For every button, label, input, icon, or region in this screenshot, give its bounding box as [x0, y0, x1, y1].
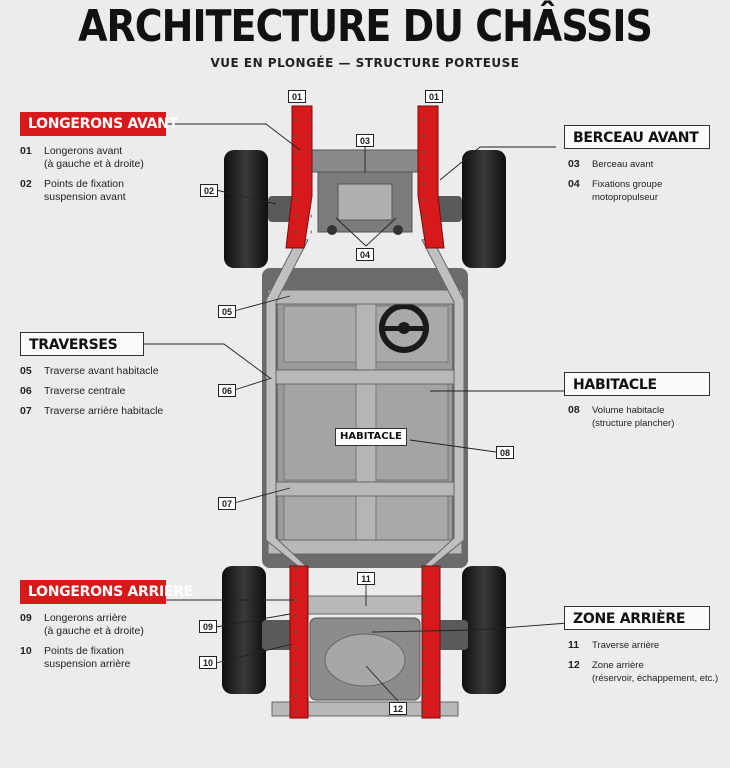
callout-07: 07 — [218, 497, 236, 510]
callout-06: 06 — [218, 384, 236, 397]
tires — [222, 150, 506, 694]
legend-item: 03 Berceau avant — [568, 158, 728, 171]
legend-text: Fixations groupe motopropulseur — [592, 179, 663, 203]
legend-text: Points de fixation suspension arrière — [44, 645, 131, 670]
callout-02: 02 — [200, 184, 218, 197]
page-subtitle: VUE EN PLONGÉE — STRUCTURE PORTEUSE — [210, 56, 520, 70]
legend-number: 12 — [568, 659, 580, 671]
rear-area — [262, 617, 468, 701]
front-right-tire — [462, 150, 506, 268]
legend-number: 10 — [20, 645, 32, 657]
legend-text: Traverse centrale — [44, 385, 126, 397]
legend-text: Zone arrière (réservoir, échappement, et… — [592, 660, 719, 684]
legend-item: 11 Traverse arrière — [568, 639, 728, 652]
cabin-label: HABITACLE — [335, 428, 407, 446]
section-title-zone-arriere: ZONE ARRIÈRE — [564, 606, 710, 630]
callout-08: 08 — [496, 446, 514, 459]
legend-item: 12 Zone arrière (réservoir, échappement,… — [568, 659, 728, 685]
cross-members — [265, 289, 465, 717]
legend-text: Traverse avant habitacle — [44, 365, 159, 377]
legend-traverses: 05 Traverse avant habitacle 06 Traverse … — [20, 365, 210, 425]
legend-habitacle: 08 Volume habitacle (structure plancher) — [568, 404, 728, 437]
legend-longerons-arriere: 09 Longerons arrière (à gauche et à droi… — [20, 612, 200, 678]
steering-wheel-icon — [379, 303, 429, 353]
legend-number: 08 — [568, 404, 580, 416]
callout-01-left: 01 — [288, 90, 306, 103]
legend-text: Berceau avant — [592, 159, 654, 170]
legend-item: 05 Traverse avant habitacle — [20, 365, 210, 378]
section-title-berceau-avant: BERCEAU AVANT — [564, 125, 710, 149]
legend-item: 07 Traverse arrière habitacle — [20, 405, 210, 418]
callout-10: 10 — [199, 656, 217, 669]
floor-pan — [262, 268, 468, 568]
callout-12: 12 — [389, 702, 407, 715]
legend-number: 11 — [568, 639, 580, 651]
legend-text: Traverse arrière habitacle — [44, 405, 164, 417]
front-rails-red — [285, 105, 445, 249]
callout-01-right: 01 — [425, 90, 443, 103]
legend-item: 09 Longerons arrière (à gauche et à droi… — [20, 612, 200, 638]
legend-number: 01 — [20, 145, 32, 157]
legend-berceau-avant: 03 Berceau avant 04 Fixations groupe mot… — [568, 158, 728, 211]
section-title-traverses: TRAVERSES — [20, 332, 144, 356]
section-title-habitacle: HABITACLE — [564, 372, 710, 396]
callout-05: 05 — [218, 305, 236, 318]
legend-number: 04 — [568, 178, 580, 190]
callout-11: 11 — [357, 572, 375, 585]
legend-text: Longerons avant (à gauche et à droite) — [44, 145, 144, 170]
legend-number: 07 — [20, 405, 32, 417]
legend-longerons-avant: 01 Longerons avant (à gauche et à droite… — [20, 145, 200, 211]
legend-item: 08 Volume habitacle (structure plancher) — [568, 404, 728, 430]
rear-rails-red — [289, 565, 441, 719]
callout-03: 03 — [356, 134, 374, 147]
callout-04: 04 — [356, 248, 374, 261]
legend-item: 10 Points de fixation suspension arrière — [20, 645, 200, 671]
section-title-longerons-avant: LONGERONS AVANT — [20, 112, 178, 136]
legend-item: 01 Longerons avant (à gauche et à droite… — [20, 145, 200, 171]
section-title-longerons-arriere: LONGERONS ARRIÈRE — [20, 580, 193, 604]
legend-zone-arriere: 11 Traverse arrière 12 Zone arrière (rés… — [568, 639, 728, 692]
rear-right-tire — [462, 566, 506, 694]
page-title: ARCHITECTURE DU CHÂSSIS — [78, 0, 653, 52]
legend-item: 06 Traverse centrale — [20, 385, 210, 398]
legend-text: Longerons arrière (à gauche et à droite) — [44, 612, 144, 637]
legend-number: 09 — [20, 612, 32, 624]
legend-number: 03 — [568, 158, 580, 170]
legend-text: Points de fixation suspension avant — [44, 178, 126, 203]
legend-item: 04 Fixations groupe motopropulseur — [568, 178, 728, 204]
legend-number: 06 — [20, 385, 32, 397]
legend-text: Traverse arrière — [592, 640, 660, 651]
front-left-tire — [224, 150, 268, 268]
rear-left-tire — [222, 566, 266, 694]
leader-lines — [144, 123, 569, 702]
callout-09: 09 — [199, 620, 217, 633]
legend-text: Volume habitacle (structure plancher) — [592, 405, 675, 429]
legend-item: 02 Points de fixation suspension avant — [20, 178, 200, 204]
legend-number: 05 — [20, 365, 32, 377]
legend-number: 02 — [20, 178, 32, 190]
